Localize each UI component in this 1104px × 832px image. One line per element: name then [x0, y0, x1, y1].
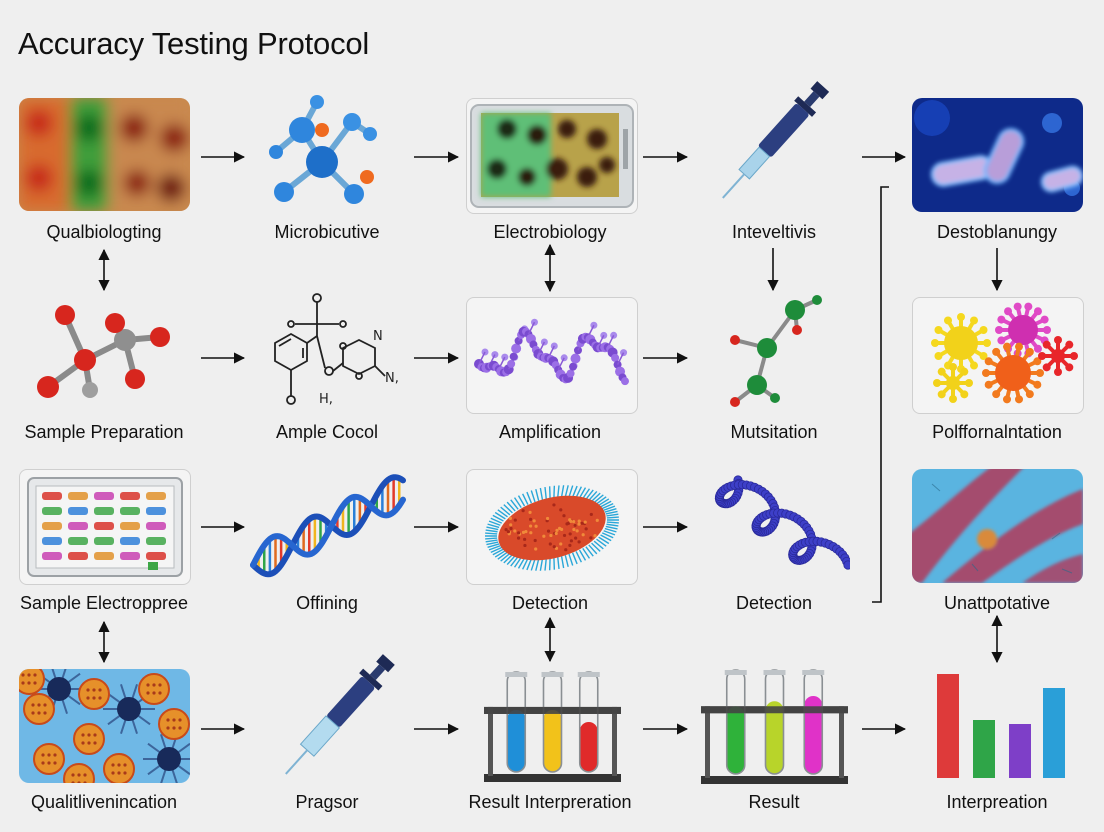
- diagram-title: Accuracy Testing Protocol: [18, 26, 369, 62]
- step-label: Amplification: [450, 422, 650, 443]
- virus-icon: [913, 298, 1083, 413]
- step-label: Microbicutive: [227, 222, 427, 243]
- tissue-image: [912, 469, 1083, 583]
- stained-cells-image: [19, 669, 190, 783]
- step-label: Result: [674, 792, 874, 813]
- structural-formula-image: N N, H,: [255, 288, 405, 413]
- test-tube-rack-image: [697, 666, 852, 788]
- step-label: Destoblanungy: [897, 222, 1097, 243]
- step-label: Polffornalntation: [897, 422, 1097, 443]
- step-label: Offining: [227, 593, 427, 614]
- heatmap-image: [19, 98, 190, 211]
- step-label: Detection: [450, 593, 650, 614]
- cell-icon: [467, 470, 637, 584]
- chain-icon: [700, 460, 850, 585]
- test-tube-icon: [697, 666, 852, 788]
- step-label: Sample Preparation: [4, 422, 204, 443]
- syringe-image: [268, 648, 408, 783]
- molecule-model-image: [262, 92, 382, 212]
- step-label: Inteveltivis: [674, 222, 874, 243]
- step-label: Detection: [674, 593, 874, 614]
- chem-atom-label: N,: [385, 371, 399, 386]
- dna-icon: [245, 470, 410, 585]
- bar-graph-bar: [973, 720, 995, 778]
- microscope-bacteria-image: [912, 98, 1083, 212]
- dna-helix-image: [245, 470, 410, 585]
- step-label: Qualbiologting: [4, 222, 204, 243]
- bead-chain-image: [700, 460, 850, 585]
- bracket-connector: [872, 187, 889, 602]
- step-label: Electrobiology: [450, 222, 650, 243]
- step-label: Qualitlivenincation: [4, 792, 204, 813]
- test-tube-rack-image: [480, 668, 625, 786]
- step-label: Interpreation: [897, 792, 1097, 813]
- tablet-image: [466, 98, 638, 214]
- protein-chain-icon: [467, 298, 637, 413]
- step-label: Pragsor: [227, 792, 427, 813]
- chem-atom-label: N: [373, 329, 383, 344]
- test-tube-icon: [480, 668, 625, 786]
- bar-graph-bar: [1043, 688, 1065, 778]
- bar-graph-bar: [1009, 724, 1031, 778]
- step-label: Unattpotative: [897, 593, 1097, 614]
- protein-structure-image: [466, 297, 638, 414]
- chem-atom-label: H,: [319, 392, 333, 407]
- syringe-image: [710, 70, 840, 210]
- viruses-image: [912, 297, 1084, 414]
- gel-electrophoresis-image: [19, 469, 191, 585]
- bar-graph-image: [925, 668, 1075, 783]
- cell-image: [466, 469, 638, 585]
- step-label: Ample Cocol: [227, 422, 427, 443]
- green-molecule-image: [715, 290, 835, 410]
- step-label: Mutsitation: [674, 422, 874, 443]
- step-label: Sample Electroppree: [4, 593, 204, 614]
- bar-graph-bar: [937, 674, 959, 778]
- step-label: Result Interpreration: [450, 792, 650, 813]
- ball-stick-molecule-image: [30, 295, 175, 405]
